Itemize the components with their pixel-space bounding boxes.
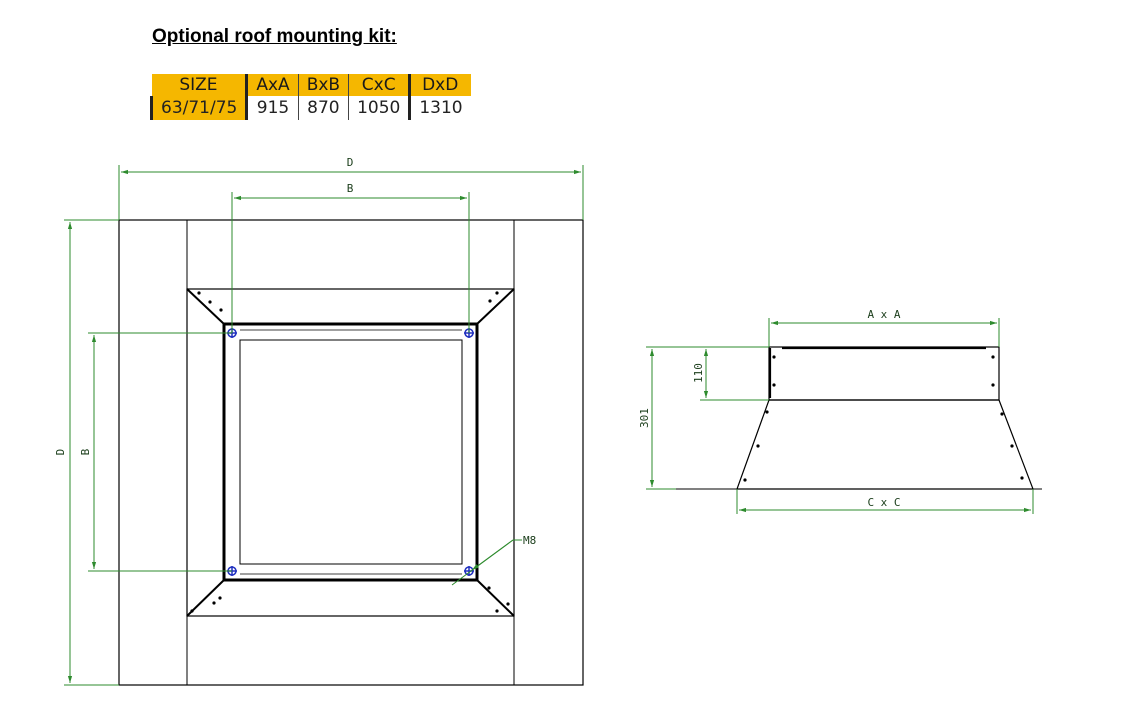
bolt-label: M8 <box>523 534 536 547</box>
plan-screw-dots <box>190 291 510 613</box>
side-screw-dots <box>743 355 1024 482</box>
plan-corner-br <box>476 579 515 617</box>
dim-axa-label: A x A <box>867 308 900 321</box>
dim-b-label: B <box>347 182 354 195</box>
cell-axa: 915 <box>246 96 299 120</box>
side-view: A x A C x C 110 301 <box>638 308 1042 514</box>
cell-bxb: 870 <box>298 96 350 120</box>
table-header-row: SIZE AxA BxB CxC DxD <box>151 74 471 96</box>
plan-top-frame <box>222 322 479 582</box>
plan-corner-tl <box>186 288 225 325</box>
table-row: 63/71/75 915 870 1050 1310 <box>149 96 471 120</box>
dim-301: 301 <box>638 346 700 490</box>
dim-b-horizontal: B <box>231 182 470 333</box>
dim-cxc: C x C <box>736 489 1034 514</box>
side-trapezoid <box>736 399 1034 490</box>
cell-size: 63/71/75 <box>149 96 249 120</box>
header-cxc: CxC <box>348 74 412 96</box>
cell-dxd: 1310 <box>419 98 463 118</box>
dim-301-label: 301 <box>638 408 651 428</box>
dim-b-vertical-label: B <box>79 448 92 455</box>
cell-cxc: 1050 <box>348 96 412 120</box>
dim-d-horizontal: D <box>118 156 584 220</box>
plan-inner-opening <box>239 339 463 565</box>
plan-corner-tr <box>476 288 515 325</box>
side-upper-box <box>768 346 1000 401</box>
dim-110-label: 110 <box>692 363 705 383</box>
dim-axa: A x A <box>768 308 1000 347</box>
dim-d-label: D <box>347 156 354 169</box>
dim-cxc-label: C x C <box>867 496 900 509</box>
header-size: SIZE <box>151 74 249 96</box>
plan-outer-frame <box>118 219 584 686</box>
dim-b-vertical: B <box>79 332 232 572</box>
dim-110: 110 <box>692 346 769 401</box>
header-bxb: BxB <box>298 74 350 96</box>
plan-base-flange <box>186 288 515 617</box>
page-title: Optional roof mounting kit: <box>152 26 397 47</box>
dimension-table: SIZE AxA BxB CxC DxD 63/71/75 915 870 10… <box>149 74 472 120</box>
plan-bolts <box>227 328 474 576</box>
header-axa: AxA <box>246 74 299 96</box>
dim-d-vertical-label: D <box>54 449 67 456</box>
header-dxd: DxD <box>409 74 471 96</box>
plan-view: D B D B M8 <box>54 156 584 686</box>
dim-d-vertical: D <box>54 219 119 686</box>
bolt-br <box>464 566 474 576</box>
bolt-leader: M8 <box>451 534 536 586</box>
